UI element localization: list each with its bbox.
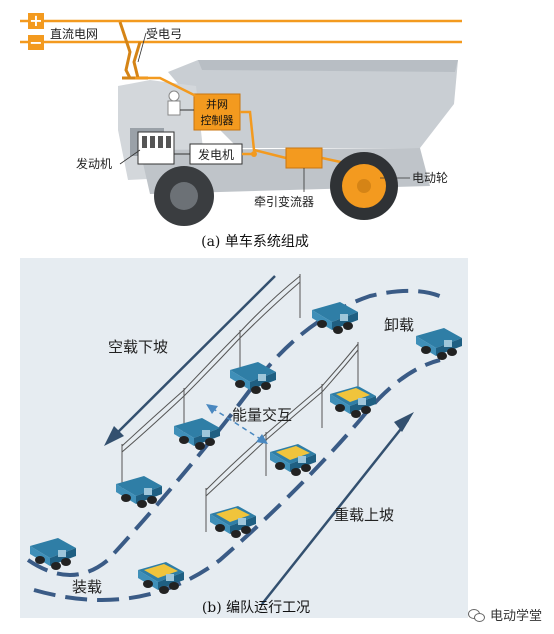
pantograph-arm-2 [132,41,142,79]
watermark-text: 电动学堂 [489,609,542,624]
catenary-wire-right-1 [205,343,359,491]
label-dc-grid: 直流电网 [50,27,98,41]
engine-cyl-4 [166,136,171,148]
energy-exchange-head-2 [256,434,268,444]
label-grid-controller-1: 并网 [206,97,228,111]
catenary-wire-right-2 [205,349,359,497]
watermark: 电动学堂 [467,605,542,624]
road-right-dash [33,358,441,602]
truck-dump-rim [198,60,458,72]
engine-leader [119,149,141,165]
label-engine: 发动机 [76,156,112,171]
junction-node [251,151,257,157]
front-wheel-hub [170,182,198,210]
panel-b-fleet-operation: 空载下坡 卸载 能量交互 重载上坡 装载 (b) 编队运行工况 [20,258,468,618]
panel-b-background [20,258,468,618]
driver-head [168,90,180,102]
label-loading: 装载 [72,578,102,596]
minus-terminal-sign: − [29,33,42,52]
caption-b: (b) 编队运行工况 [202,600,310,616]
label-electric-wheel: 电动轮 [412,171,448,185]
pantograph-arm [118,21,132,79]
label-unloading: 卸载 [384,316,414,334]
energy-exchange-arrow [211,407,263,441]
label-traction-converter: 牵引变流器 [254,194,314,209]
traction-converter-box [285,147,323,169]
electric-wheel-center [357,179,371,193]
plus-terminal-sign: + [29,11,42,30]
plus-terminal-box [28,13,44,29]
controller-to-converter [240,110,287,160]
minus-terminal-box [28,35,44,50]
arrow-empty-downhill-shaft [111,275,276,439]
arrow-empty-downhill-head [104,426,124,446]
driver-body [167,100,181,116]
energy-exchange-head-1 [206,404,218,414]
panel-a-single-vehicle: + − 直流电网 受电弓 发电机 并网 控制器 [20,11,462,250]
road-left-dash [26,288,449,577]
grid-controller-box [193,93,241,131]
pantograph-to-controller [135,76,197,98]
pantograph-leader [137,32,147,63]
engine-cyl-1 [142,136,147,148]
engine-cyl-3 [158,136,163,148]
caption-a: (a) 单车系统组成 [201,233,309,250]
label-empty-downhill: 空载下坡 [108,338,168,356]
catenary-wire-left-2 [121,281,301,453]
label-generator: 发电机 [198,147,234,162]
arrow-loaded-uphill-shaft [261,419,409,605]
label-energy-exchange: 能量交互 [232,406,292,424]
arrow-loaded-uphill-head [394,412,414,432]
catenary-wire-left-1 [121,275,301,447]
label-loaded-uphill: 重载上坡 [334,506,394,524]
wechat-icon [467,608,485,622]
label-pantograph: 受电弓 [146,27,182,41]
label-grid-controller-2: 控制器 [201,113,234,127]
engine-cyl-2 [150,136,155,148]
